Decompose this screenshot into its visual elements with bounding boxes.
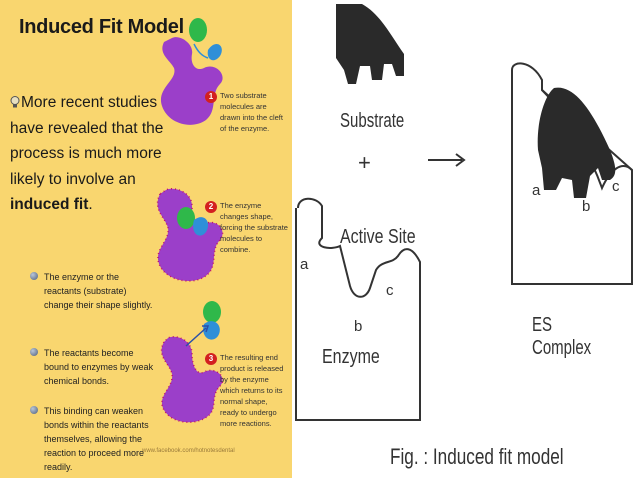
figure-drawing [295, 4, 633, 421]
image-credit: www.facebook.com/hotnotesdental [142, 448, 235, 454]
complex-letter-b: b [582, 198, 591, 215]
figure-caption: Fig. : Induced fit model [390, 444, 564, 469]
complex-letter-c: c [612, 178, 620, 195]
site-letter-a: a [300, 256, 309, 273]
site-letter-c: c [386, 282, 394, 299]
es-complex-label: ES Complex [532, 314, 592, 359]
enzyme-step-1-illustration [160, 18, 223, 125]
step-text: The enzyme changes shape, forcing the su… [220, 201, 288, 254]
intro-text: More recent studies have revealed that t… [10, 94, 164, 188]
step-1-caption: 1 Two substrate molecules are drawn into… [205, 90, 288, 134]
induced-fit-figure: Substrate + Active Site a b c Enzyme a b… [292, 0, 638, 478]
step-number-badge: 2 [205, 201, 217, 213]
intro-bold-term: induced fit [10, 196, 89, 213]
lightbulb-icon [10, 96, 20, 108]
enzyme-step-2-illustration [156, 188, 224, 282]
step-text: Two substrate molecules are drawn into t… [220, 91, 283, 133]
enzyme-outline [295, 197, 421, 421]
step-2-caption: 2 The enzyme changes shape, forcing the … [205, 200, 288, 255]
step-3-caption: 3 The resulting end product is released … [205, 352, 288, 429]
bullet-item: This binding can weaken bonds within the… [30, 404, 154, 474]
bullet-text: The enzyme or the reactants (substrate) … [44, 272, 153, 310]
bullet-dot-icon [30, 406, 38, 414]
bullet-dot-icon [30, 348, 38, 356]
plus-sign: + [358, 150, 371, 175]
complex-letter-a: a [532, 182, 541, 199]
enzyme-step-3-illustration [160, 301, 224, 423]
bullet-text: The reactants become bound to enzymes by… [44, 348, 154, 386]
induced-fit-slide: Induced Fit Model More recent studies ha… [0, 0, 292, 478]
step-number-badge: 3 [205, 353, 217, 365]
es-complex-outline [511, 62, 633, 285]
step-number-badge: 1 [205, 91, 217, 103]
bullet-item: The enzyme or the reactants (substrate) … [30, 270, 154, 312]
site-letter-b: b [354, 318, 363, 335]
step-text: The resulting end product is released by… [220, 353, 284, 428]
intro-paragraph: More recent studies have revealed that t… [10, 90, 165, 218]
substrate-shape [336, 4, 404, 84]
es-complex-substrate [537, 87, 616, 198]
slide-title: Induced Fit Model [19, 16, 184, 38]
substrate-label: Substrate [340, 110, 405, 132]
intro-end: . [88, 196, 93, 213]
reaction-arrow-head [455, 153, 466, 167]
bullet-item: The reactants become bound to enzymes by… [30, 346, 154, 388]
active-site-label: Active Site [340, 226, 416, 248]
bullet-dot-icon [30, 272, 38, 280]
enzyme-label: Enzyme [322, 346, 380, 368]
bullet-text: This binding can weaken bonds within the… [44, 406, 149, 472]
